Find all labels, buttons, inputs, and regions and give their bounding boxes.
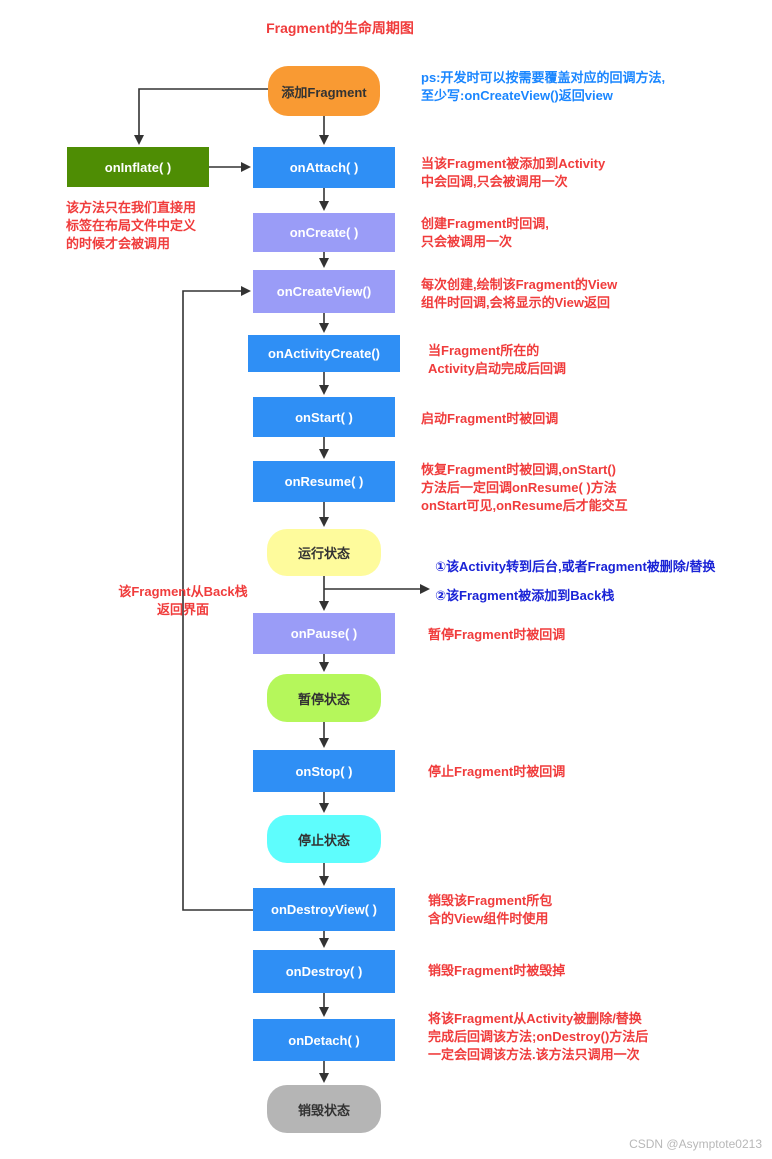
note-on-create-view: 每次创建,绘制该Fragment的View 组件时回调,会将显示的View返回 <box>421 277 618 310</box>
note-on-create: 创建Fragment时回调, 只会被调用一次 <box>421 216 549 249</box>
node-stopped-state: 停止状态 <box>267 815 381 863</box>
node-on-create-view: onCreateView() <box>253 270 395 313</box>
node-on-destroy: onDestroy( ) <box>253 950 395 993</box>
note-on-attach: 当该Fragment被添加到Activity 中会回调,只会被调用一次 <box>421 156 606 189</box>
node-destroyed-state: 销毁状态 <box>267 1085 381 1133</box>
note-ps: ps:开发时可以按需要覆盖对应的回调方法, 至少写:onCreateView()… <box>421 70 666 103</box>
note-back-stack: 该Fragment从Back栈 返回界面 <box>118 584 248 617</box>
note-on-destroy-view: 销毁该Fragment所包 含的View组件时使用 <box>428 893 553 926</box>
arrow-destroyview-back-to-createview <box>182 286 253 911</box>
node-on-pause: onPause( ) <box>253 613 395 654</box>
note-on-activity-create: 当Fragment所在的 Activity启动完成后回调 <box>428 343 566 376</box>
note-branch-1: ①该Activity转到后台,或者Fragment被删除/替换 <box>435 559 716 574</box>
note-on-start: 启动Fragment时被回调 <box>421 411 559 426</box>
node-add-fragment: 添加Fragment <box>268 66 380 116</box>
node-on-start: onStart( ) <box>253 397 395 437</box>
node-on-destroy-view: onDestroyView( ) <box>253 888 395 931</box>
node-running-state: 运行状态 <box>267 529 381 576</box>
node-paused-state: 暂停状态 <box>267 674 381 722</box>
note-branch-2: ②该Fragment被添加到Back栈 <box>435 588 615 603</box>
node-on-inflate: onInflate( ) <box>67 147 209 187</box>
node-on-create: onCreate( ) <box>253 213 395 252</box>
note-on-pause: 暂停Fragment时被回调 <box>428 627 566 642</box>
node-on-stop: onStop( ) <box>253 750 395 792</box>
diagram-title: Fragment的生命周期图 <box>266 20 414 36</box>
node-on-detach: onDetach( ) <box>253 1019 395 1061</box>
node-on-activity-create: onActivityCreate() <box>248 335 400 372</box>
note-on-stop: 停止Fragment时被回调 <box>428 764 566 779</box>
node-on-resume: onResume( ) <box>253 461 395 502</box>
note-on-detach: 将该Fragment从Activity被删除/替换 完成后回调该方法;onDes… <box>428 1011 649 1062</box>
note-on-inflate: 该方法只在我们直接用 标签在布局文件中定义 的时候才会被调用 <box>66 200 197 251</box>
arrow-add-to-inflate <box>134 88 268 145</box>
node-on-attach: onAttach( ) <box>253 147 395 188</box>
note-on-destroy: 销毁Fragment时被毁掉 <box>428 963 566 978</box>
note-on-resume: 恢复Fragment时被回调,onStart() 方法后一定回调onResume… <box>421 462 628 513</box>
watermark: CSDN @Asymptote0213 <box>629 1137 762 1151</box>
